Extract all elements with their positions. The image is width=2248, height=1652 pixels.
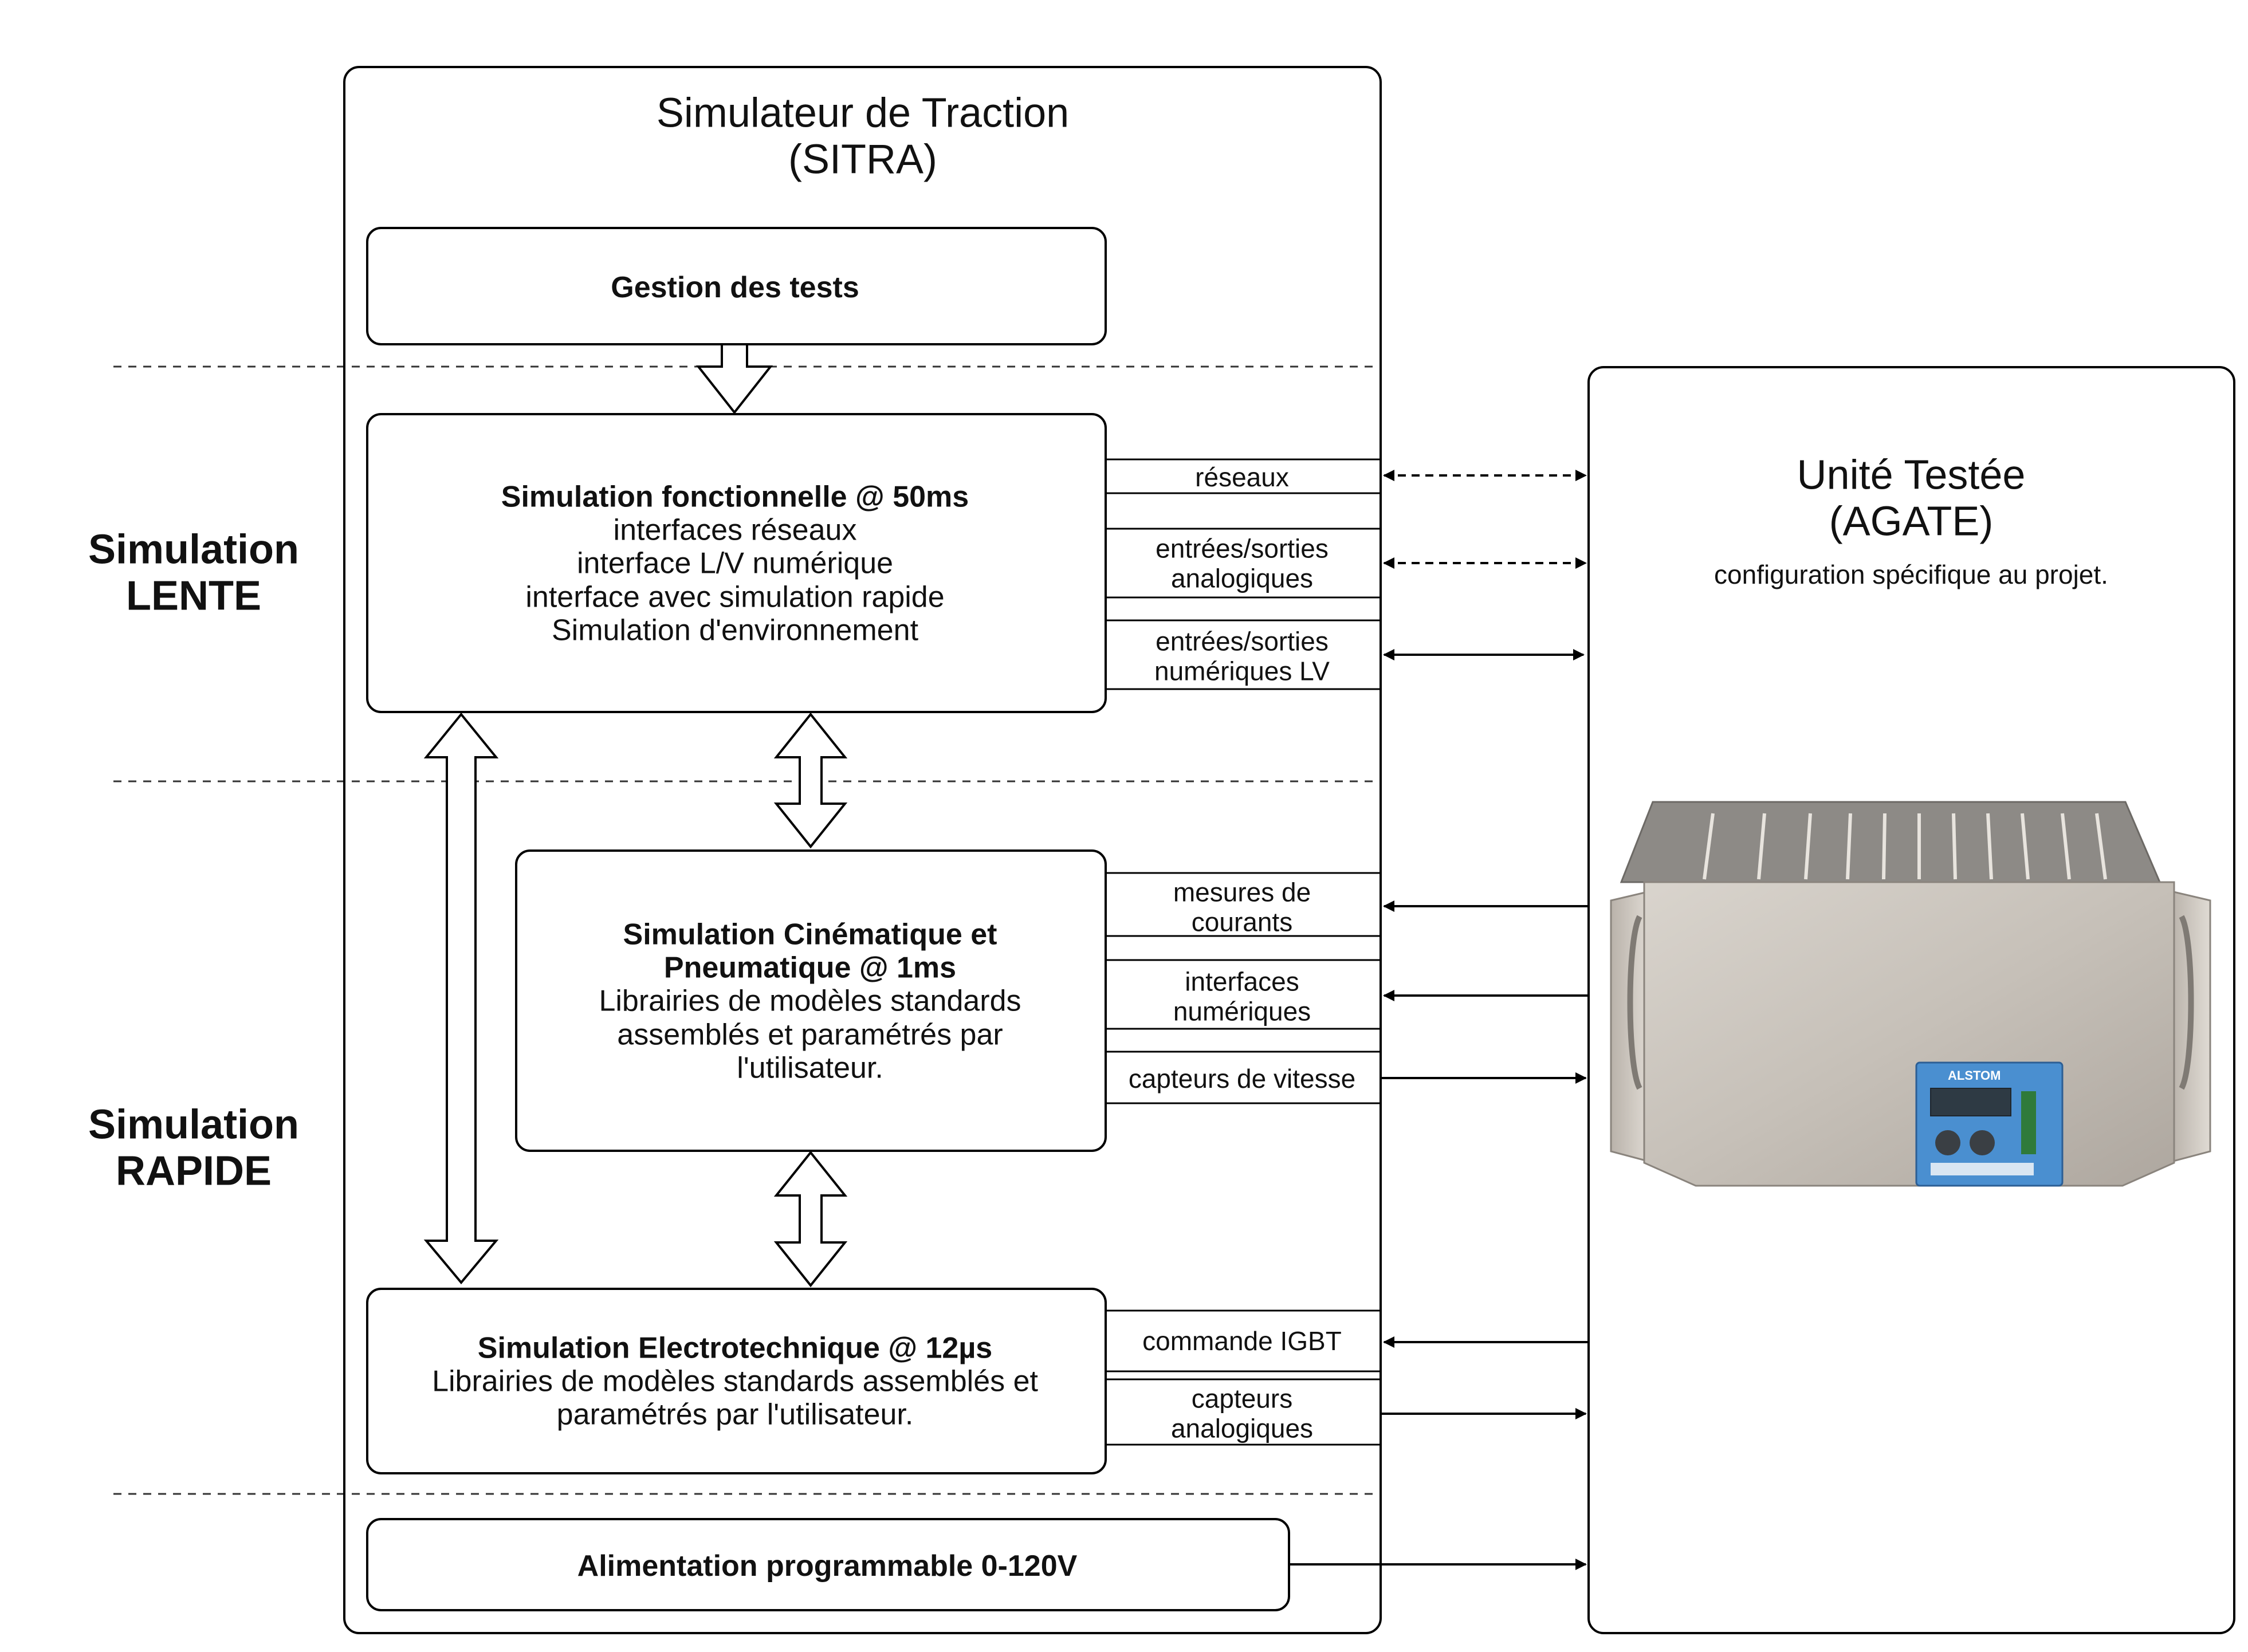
signal-lines (1106, 458, 1381, 1446)
cinematique-text: Simulation Cinématique et Pneumatique @ … (599, 918, 1021, 1084)
signal-label-reseaux: réseaux (1195, 462, 1289, 493)
signal-label-line: entrées/sorties (1156, 626, 1329, 656)
signal-label-capteurs-vitesse: capteurs de vitesse (1128, 1064, 1356, 1094)
signal-label-line: numériques (1173, 996, 1311, 1026)
signal-label-line: entrées/sorties (1156, 533, 1329, 564)
signal-label-commande-igbt: commande IGBT (1142, 1326, 1342, 1356)
signal-label-line: capteurs (1191, 1383, 1293, 1414)
agate-container (1587, 366, 2235, 1634)
electrotechnique-title: Simulation Electrotechnique @ 12µs (477, 1331, 993, 1365)
cinematique-box (515, 849, 1107, 1152)
signal-label-es-numeriques: entrées/sorties numériques LV (1154, 627, 1330, 686)
signal-label-line: courants (1191, 907, 1293, 937)
section-label-rapide-line1: Simulation (88, 1102, 300, 1148)
section-label-rapide: Simulation RAPIDE (88, 1102, 299, 1194)
signal-label-line: analogiques (1170, 563, 1314, 593)
section-label-lente-line2: LENTE (125, 573, 262, 619)
arrow-gestion-to-fonctionnelle (695, 343, 773, 415)
fonctionnelle-line: interface avec simulation rapide (525, 580, 945, 614)
signal-label-line: analogiques (1170, 1413, 1314, 1443)
section-label-lente-line1: Simulation (88, 526, 300, 573)
sitra-container (343, 66, 1382, 1634)
cinematique-line: Librairies de modèles standards (599, 984, 1021, 1018)
fonctionnelle-text: Simulation fonctionnelle @ 50ms interfac… (501, 480, 969, 647)
signal-label-line: interfaces (1185, 966, 1299, 997)
electrotechnique-line: Librairies de modèles standards assemblé… (432, 1364, 1038, 1398)
sitra-title-line2: (SITRA) (788, 136, 937, 182)
signal-label-line: numériques LV (1154, 656, 1330, 686)
arrow-fonctionnelle-cinematique (773, 712, 848, 849)
signal-label-capteurs-analogiques: capteurs analogiques (1171, 1384, 1313, 1443)
signal-label-interfaces-numeriques: interfaces numériques (1173, 967, 1311, 1026)
agate-title-line1: Unité Testée (1797, 452, 2026, 498)
electrotechnique-line: paramétrés par l'utilisateur. (556, 1398, 914, 1432)
signal-label-mesures-courants: mesures de courants (1173, 878, 1311, 937)
signal-label-line: mesures de (1173, 877, 1311, 907)
agate-title-line2: (AGATE) (1829, 498, 1994, 544)
electrotechnique-text: Simulation Electrotechnique @ 12µs Libra… (432, 1332, 1038, 1432)
gestion-label: Gestion des tests (611, 270, 859, 304)
cinematique-title-line2: Pneumatique @ 1ms (663, 951, 957, 985)
agate-title: Unité Testée (AGATE) (1797, 452, 2026, 544)
fonctionnelle-line: interface L/V numérique (576, 546, 894, 580)
agate-device-image: ALSTOM (1610, 801, 2211, 1187)
device-brand-text: ALSTOM (1948, 1068, 2001, 1083)
arrow-fonctionnelle-electrotechnique (423, 712, 499, 1285)
fonctionnelle-box (366, 413, 1107, 713)
fonctionnelle-line: interfaces réseaux (613, 513, 857, 547)
cinematique-title-line1: Simulation Cinématique et (623, 918, 997, 951)
signal-label-es-analogiques: entrées/sorties analogiques (1156, 534, 1329, 593)
fonctionnelle-title: Simulation fonctionnelle @ 50ms (501, 480, 969, 514)
sitra-title: Simulateur de Traction (SITRA) (657, 90, 1069, 182)
arrow-cinematique-electrotechnique (773, 1150, 848, 1288)
section-label-rapide-line2: RAPIDE (115, 1148, 272, 1194)
fonctionnelle-line: Simulation d'environnement (551, 613, 919, 647)
agate-config-text: configuration spécifique au projet. (1714, 560, 2108, 590)
cinematique-line: assemblés et paramétrés par (617, 1018, 1003, 1052)
sitra-title-line1: Simulateur de Traction (656, 90, 1070, 136)
electrotechnique-box (366, 1288, 1107, 1474)
section-label-lente: Simulation LENTE (88, 526, 299, 619)
connector-arrows (1289, 470, 1587, 1570)
alimentation-label: Alimentation programmable 0-120V (577, 1549, 1078, 1583)
cinematique-line: l'utilisateur. (737, 1051, 883, 1085)
